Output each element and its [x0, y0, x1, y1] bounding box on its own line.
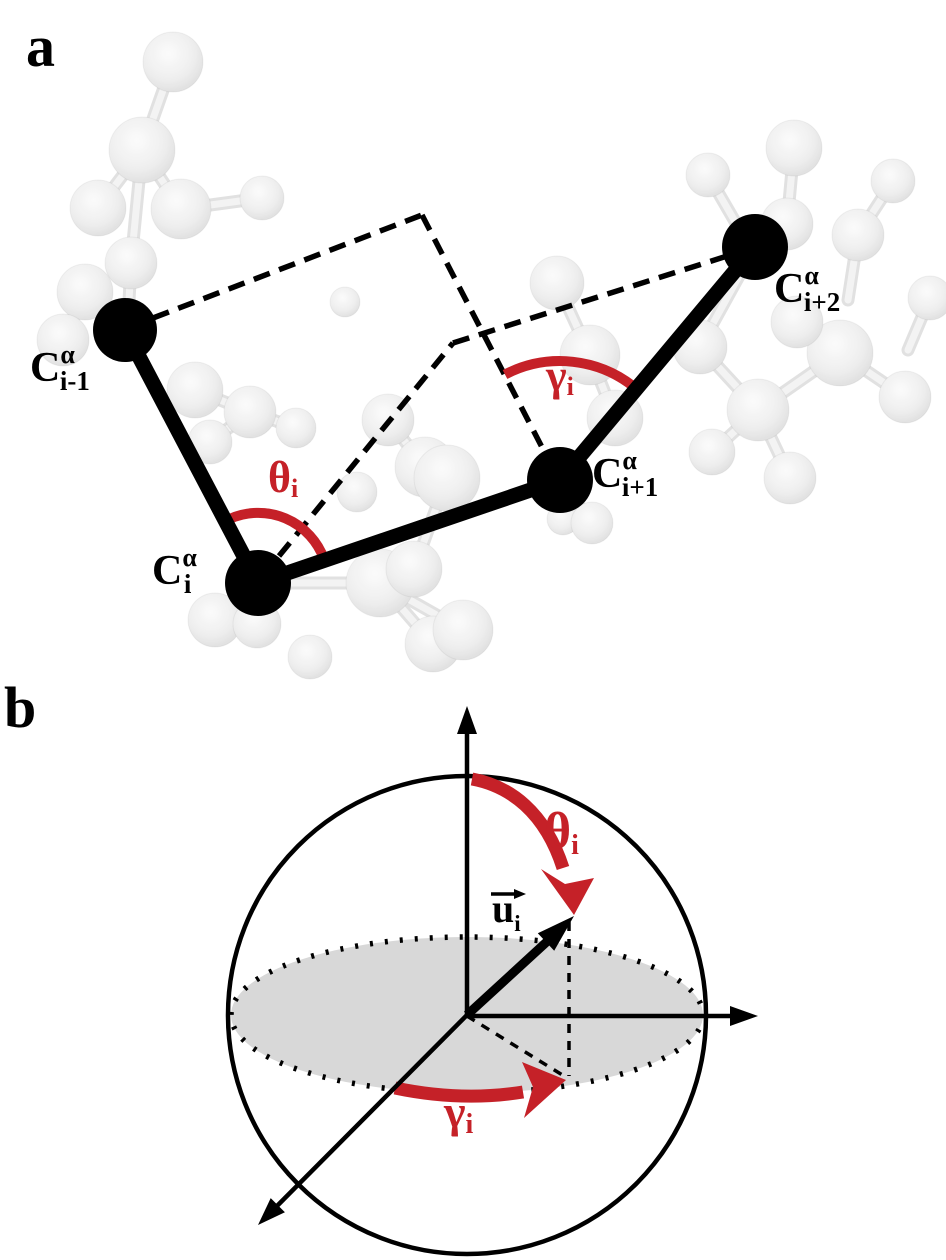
faded-atom	[765, 119, 823, 177]
diagonal-axis	[274, 1013, 469, 1209]
unit-vector-arrowhead	[537, 916, 574, 951]
atom-ca-i-1	[93, 298, 157, 362]
gamma-arrow-body	[393, 1081, 525, 1103]
unit-vector-text: ui	[492, 886, 521, 936]
bond-ca-i-1-to-ca-i	[117, 322, 266, 591]
faded-molecule	[36, 31, 946, 680]
label-gamma-b: γi	[443, 1086, 474, 1140]
backbone-atoms	[93, 214, 788, 616]
faded-atom	[763, 451, 817, 505]
faded-atom	[770, 295, 824, 349]
panel-b: b θi γi ui	[4, 675, 758, 1257]
faded-atom	[150, 178, 212, 240]
equator-projection-dash	[466, 1014, 565, 1078]
faded-atom	[726, 378, 790, 442]
theta-arrowhead	[541, 869, 594, 915]
dashed-line-corner-to-ca-i2	[452, 254, 725, 346]
label-gamma-a: γi	[545, 351, 574, 401]
bond-ca-i-to-ca-i1	[250, 472, 568, 591]
vertical-axis-arrowhead	[457, 706, 477, 734]
coordinate-axes	[258, 706, 758, 1225]
faded-atom	[287, 634, 333, 680]
unit-vector-shaft	[463, 933, 556, 1019]
bond-ca-i1-to-ca-i2	[552, 239, 763, 488]
faded-atom	[142, 31, 204, 93]
faded-atom	[56, 263, 114, 321]
faded-atom	[806, 319, 874, 387]
backbone-bonds	[117, 239, 763, 591]
label-theta-b: θi	[544, 803, 579, 861]
dashed-construction-lines	[152, 212, 725, 558]
faded-atom	[108, 116, 176, 184]
faded-atom	[69, 179, 127, 237]
projection-dashed-lines	[466, 922, 571, 1078]
faded-atom	[870, 158, 916, 204]
faded-atom	[239, 175, 285, 221]
atom-ca-i2	[722, 214, 788, 280]
horizontal-axis-arrowhead	[730, 1006, 758, 1026]
faded-atom	[529, 255, 585, 311]
faded-atom	[685, 152, 731, 198]
faded-atom	[570, 501, 614, 545]
faded-atom	[907, 275, 946, 321]
faded-atom	[688, 428, 736, 476]
label-unit-vector: ui	[491, 886, 526, 936]
unit-vector-arrow	[463, 916, 574, 1019]
faded-atom	[385, 540, 443, 598]
faded-atom	[329, 286, 361, 318]
vector-overbar-arrowhead	[514, 889, 526, 899]
label-theta-a: θi	[268, 453, 298, 503]
gamma-arrowhead	[522, 1062, 566, 1118]
faded-atom	[104, 236, 158, 290]
atom-ca-i	[225, 550, 291, 616]
theta-arrow-body	[470, 772, 570, 871]
faded-atom	[413, 444, 481, 512]
faded-atom	[831, 208, 885, 262]
theta-rotation-arrow	[470, 772, 594, 915]
faded-atom	[223, 385, 277, 439]
faded-atom	[166, 361, 224, 419]
atom-ca-i1	[527, 447, 593, 513]
faded-atom	[878, 370, 932, 424]
gamma-angle-arc	[502, 356, 640, 393]
dashed-line-ca-i-1-to-corner	[152, 212, 423, 321]
faded-atom	[275, 407, 317, 449]
faded-atom	[336, 471, 378, 513]
gamma-rotation-arrow	[393, 1062, 566, 1118]
faded-atom	[36, 313, 90, 367]
panel-b-letter: b	[4, 675, 36, 740]
panel-a-letter: a	[26, 14, 55, 79]
dashed-line-ca-i-to-corner	[276, 341, 456, 558]
theta-angle-arc	[227, 507, 329, 561]
faded-atom	[432, 599, 494, 661]
diagonal-axis-arrowhead	[258, 1198, 285, 1225]
